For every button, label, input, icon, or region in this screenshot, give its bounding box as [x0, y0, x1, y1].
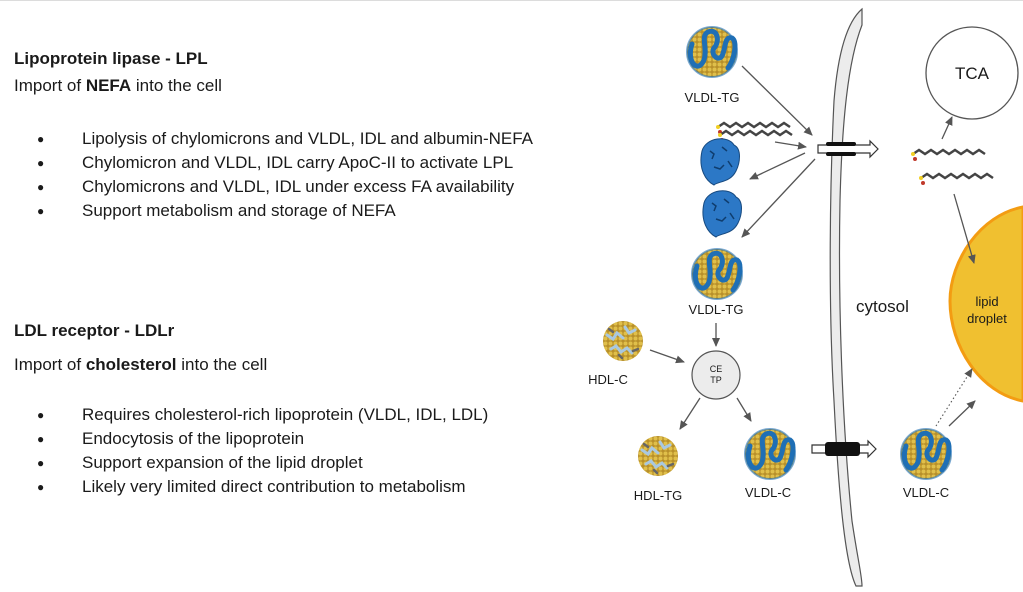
arrow: [679, 397, 701, 430]
lpl-subtitle-suffix: into the cell: [131, 76, 222, 95]
lpl-bullet: Support metabolism and storage of NEFA: [0, 199, 533, 223]
lpl-subtitle-prefix: Import of: [14, 76, 86, 95]
ldlr-subtitle-prefix: Import of: [14, 355, 86, 374]
ldlr-bullet: Support expansion of the lipid droplet: [0, 451, 488, 475]
lipid-droplet-label-line2: droplet: [967, 311, 1007, 326]
vldl-tg-mid-particle-icon: [692, 249, 742, 299]
hdl-tg-label: HDL-TG: [634, 488, 682, 503]
intracellular-fatty-acid-icon: [917, 172, 995, 187]
lpl-bullet: Lipolysis of chylomicrons and VLDL, IDL …: [0, 127, 533, 151]
ldlr-heading: LDL receptor - LDLr: [14, 321, 175, 340]
cetp-label-line1: CE: [710, 364, 723, 374]
ldlr-subtitle-bold: cholesterol: [85, 355, 177, 374]
dotted-arrow: [935, 368, 973, 427]
arrow: [953, 193, 976, 264]
lpl-bullet: Chylomicrons and VLDL, IDL under excess …: [0, 175, 533, 199]
arrow: [941, 116, 953, 140]
hdl-c-particle-icon: [601, 319, 645, 363]
cetp-label-line2: TP: [710, 375, 722, 385]
vldl-c-outside-label: VLDL-C: [745, 485, 791, 500]
vldl-tg-top-label: VLDL-TG: [685, 90, 740, 105]
lpl-bullet-list: Lipolysis of chylomicrons and VLDL, IDL …: [0, 127, 533, 223]
ldlr-subtitle-suffix: into the cell: [176, 355, 268, 374]
ldlr-bullet: Endocytosis of the lipoprotein: [0, 427, 488, 451]
ldlr-bullet-list: Requires cholesterol-rich lipoprotein (V…: [0, 403, 488, 499]
hdl-c-label: HDL-C: [588, 372, 628, 387]
vldl-c-inside-label: VLDL-C: [903, 485, 949, 500]
vldl-c-inside-particle-icon: [901, 429, 951, 479]
albumin-nefa-icon: [700, 138, 741, 186]
tca-cycle-node: [925, 26, 1019, 120]
lpl-subtitle-bold: NEFA: [85, 76, 132, 95]
ldlr-bullet: Requires cholesterol-rich lipoprotein (V…: [0, 403, 488, 427]
ldlr-subtitle: Import of cholesterol into the cell: [14, 355, 267, 375]
vldl-tg-particle-icon: [687, 27, 737, 77]
tca-label: TCA: [955, 64, 990, 83]
arrow: [649, 349, 685, 364]
lipid-droplet-label-line1: lipid: [975, 294, 998, 309]
vldl-c-outside-particle-icon: [745, 429, 795, 479]
intracellular-fatty-acid-icon: [909, 148, 987, 163]
lpl-bullet: Chylomicron and VLDL, IDL carry ApoC-II …: [0, 151, 533, 175]
cytosol-label: cytosol: [856, 297, 909, 316]
arrow: [736, 397, 752, 422]
lpl-transporter-icon: [817, 139, 879, 159]
hdl-tg-particle-icon: [636, 434, 680, 478]
arrow: [741, 65, 813, 136]
arrow: [774, 141, 807, 150]
arrow: [749, 152, 806, 180]
lpl-subtitle: Import of NEFA into the cell: [14, 76, 222, 96]
ldlr-bullet: Likely very limited direct contribution …: [0, 475, 488, 499]
vldl-tg-mid-label: VLDL-TG: [689, 302, 744, 317]
arrow: [741, 158, 816, 238]
cetp-node: [691, 350, 741, 400]
albumin-icon: [702, 190, 743, 238]
arrow: [948, 400, 976, 427]
ldlr-transporter-icon: [811, 439, 877, 459]
lpl-heading: Lipoprotein lipase - LPL: [14, 49, 208, 68]
